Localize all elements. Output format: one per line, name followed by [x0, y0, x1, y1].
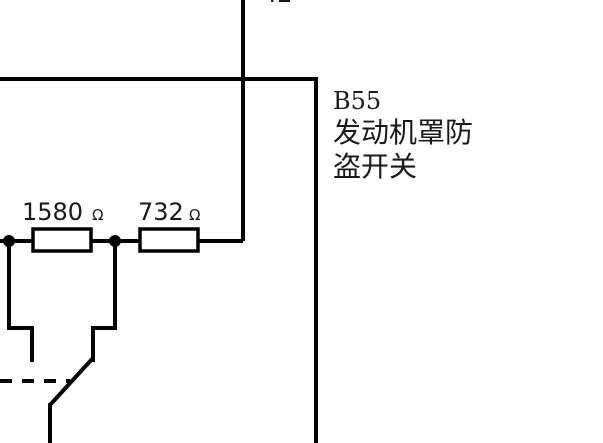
left-branch-wire — [7, 241, 34, 362]
component-code: B55 — [333, 87, 381, 115]
right-branch-wire — [91, 241, 117, 362]
resistor-1580-unit: Ω — [92, 206, 103, 224]
switch-lever — [48, 356, 95, 407]
resistor-732 — [138, 227, 200, 253]
resistor-732-value: 732 — [138, 198, 184, 226]
component-name-line1: 发动机罩防 — [333, 116, 473, 149]
component-boundary — [0, 77, 318, 443]
resistor-732-unit: Ω — [189, 206, 200, 224]
top-wire-label: 42 — [262, 0, 293, 8]
resistor-1580 — [31, 227, 93, 253]
resistor-1580-value: 1580 — [22, 198, 83, 226]
component-name-line2: 盗开关 — [333, 150, 417, 183]
